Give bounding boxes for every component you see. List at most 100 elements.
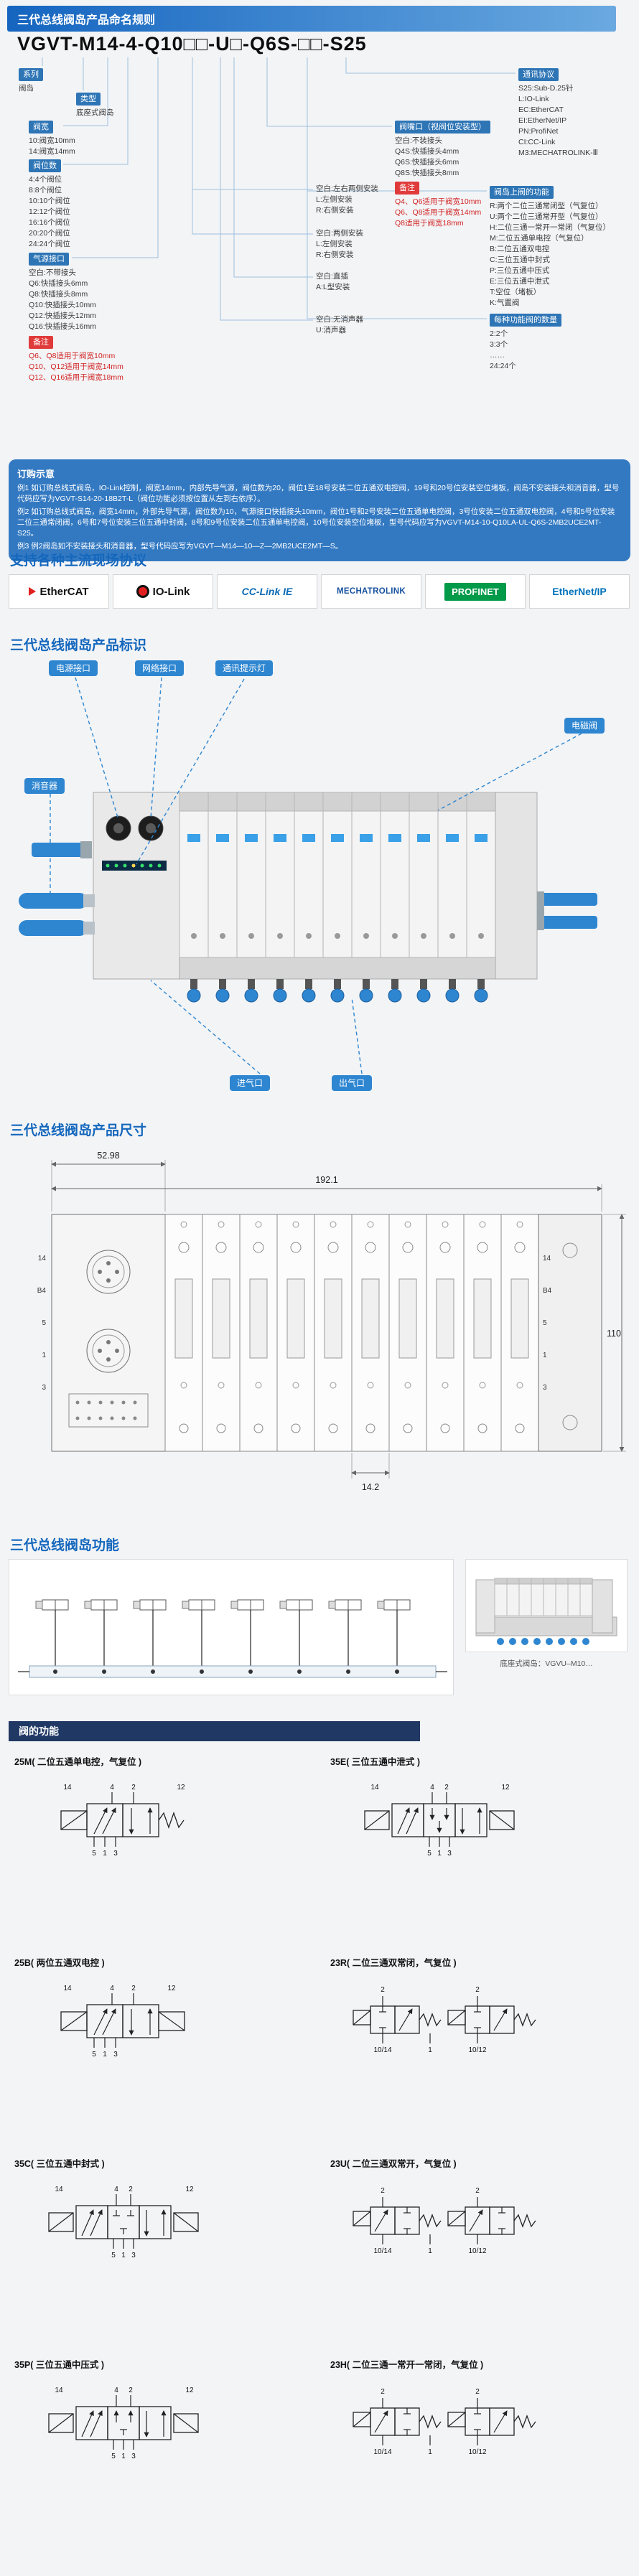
naming-option: …… <box>490 351 505 360</box>
labeling-title: 三代总线阀岛产品标识 <box>10 638 147 653</box>
naming-option: M:二位五通单电控（气复位） <box>490 234 589 243</box>
port-label: 12 <box>177 1784 185 1792</box>
logo-mechatrolink-text: MECHATROLINK <box>336 587 406 596</box>
valve-symbol-52-single: 14 12 4 2 5 1 3 <box>60 1784 185 1858</box>
port-label: 4 <box>114 2186 118 2193</box>
right-port-2: B4 <box>543 1287 552 1295</box>
function-card-23H: 23H( 二位三通一常开一常闭，气复位 ) 2 2 10/14 1 10/12 <box>325 2357 630 2551</box>
protocol-label: 通讯协议 <box>518 68 559 81</box>
port-label: 10/14 <box>373 2247 391 2255</box>
work-note-label: 备注 <box>395 182 419 195</box>
left-port-1: 14 <box>38 1255 47 1263</box>
naming-option: 空白:无消声器 <box>316 315 363 324</box>
naming-option: 4:4个阀位 <box>29 175 62 184</box>
naming-option: L:IO-Link <box>518 95 549 103</box>
naming-section: 三代总线阀岛产品命名规则 VGVT-M14-4-Q10□□-U□-Q6S-□□-… <box>7 6 632 451</box>
naming-option: H:二位三通一常开一常闭（气复位） <box>490 223 610 232</box>
function-card-25B: 25B( 两位五通双电控 ) 14 12 4 2 5 1 3 <box>9 1955 314 2149</box>
naming-option: 10:阀宽10mm <box>29 136 75 145</box>
callout-muffler: 消音器 <box>24 778 65 794</box>
naming-option: 24:24个阀位 <box>29 240 70 248</box>
naming-option: 空白:两侧安装 <box>316 229 363 238</box>
left-port-5: 3 <box>42 1384 46 1392</box>
function-card-23R: 23R( 二位三通双常闭，气复位 ) 2 2 10/14 1 10/12 <box>325 1955 630 2149</box>
logo-cclink: CC-Link IE <box>217 574 317 609</box>
naming-option: Q8S:快插接头8mm <box>395 169 460 177</box>
port-label: 2 <box>475 2187 480 2195</box>
port-label: 1 <box>428 2046 432 2054</box>
port-label: 3 <box>113 2051 118 2059</box>
dimension-lines: 52.98 192.1 110 14.2 <box>51 1151 626 1492</box>
naming-option: 阀岛 <box>19 84 34 93</box>
protocols-title: 支持各种主流现场协议 <box>10 553 147 568</box>
function-title: 35P( 三位五通中压式 ) <box>14 2360 105 2370</box>
manifold-mini-illustration <box>475 1578 617 1645</box>
logo-profinet: PROFINET <box>425 574 526 609</box>
naming-option: 24:24个 <box>490 362 516 370</box>
function-title: 25B( 两位五通双电控 ) <box>14 1958 105 1968</box>
logo-mechatrolink: MECHATROLINK <box>321 574 421 609</box>
port-label: 10/14 <box>373 2046 391 2054</box>
functions-title: 三代总线阀岛功能 <box>10 1538 120 1553</box>
port-label: 2 <box>444 1784 449 1792</box>
port-label: 10/14 <box>373 2448 391 2456</box>
left-port-4: 1 <box>42 1352 46 1359</box>
port-label: 4 <box>110 1985 114 1992</box>
function-title: 23H( 二位三通一常开一常闭，气复位 ) <box>330 2360 484 2370</box>
valve-symbol-32-dual-nc: 2 2 10/14 1 10/12 <box>353 1986 536 2054</box>
port-label: 14 <box>370 1784 379 1792</box>
callout-outlet: 出气口 <box>332 1075 373 1091</box>
naming-option: 12:12个阀位 <box>29 207 70 216</box>
naming-option: 8:8个阀位 <box>29 186 62 195</box>
function-title: 35C( 三位五通中封式 ) <box>14 2159 105 2169</box>
port-label: 14 <box>55 2387 63 2394</box>
port-label: 2 <box>381 2187 385 2195</box>
port-label: 2 <box>131 1784 136 1792</box>
qty-label: 每种功能阀的数量 <box>490 314 561 327</box>
naming-option: EC:EtherCAT <box>518 106 564 114</box>
logo-ethercat-text: EtherCAT <box>39 585 89 598</box>
port-label: 1 <box>121 2252 126 2259</box>
naming-option: Q8:快插接头8mm <box>29 290 88 299</box>
valve-symbol-32-dual-mixed: 2 2 10/14 1 10/12 <box>353 2388 536 2456</box>
port-label: 12 <box>185 2186 194 2193</box>
port-label: 10/12 <box>468 2247 486 2255</box>
naming-note: Q12、Q16适用于阀宽18mm <box>29 373 123 382</box>
port-label: 2 <box>129 2186 133 2193</box>
circuit-schematic <box>18 1599 447 1678</box>
port-label: 2 <box>381 2388 385 2396</box>
circuit-schematic-frame <box>9 1559 454 1695</box>
naming-option: 14:阀宽14mm <box>29 147 75 156</box>
dim-width-left: 52.98 <box>97 1151 119 1161</box>
port-label: 1 <box>103 1850 107 1858</box>
right-port-4: 1 <box>543 1352 547 1359</box>
naming-option: R:两个二位三通常闭型（气复位） <box>490 202 603 210</box>
logo-iolink: IO-Link <box>113 574 213 609</box>
naming-option: PN:ProfiNet <box>518 127 559 136</box>
valve-functions-items: R:两个二位三通常闭型（气复位）U:两个二位三通常开型（气复位）H:二位三通一常… <box>490 201 610 309</box>
function-title: 23U( 二位三通双常开，气复位 ) <box>330 2159 457 2169</box>
protocol-logo-row: EtherCAT IO-Link CC-Link IE MECHATROLINK… <box>9 574 630 609</box>
manifold-illustration <box>19 677 597 1074</box>
logo-ethernetip: EtherNet/IP <box>529 574 630 609</box>
naming-option: 空白:不带接头 <box>29 268 76 277</box>
naming-option: 空白:左右两侧安装 <box>316 184 378 193</box>
width-items: 10:阀宽10mm 14:阀宽14mm <box>29 136 75 157</box>
page-title: 三代总线阀岛产品命名规则 <box>7 6 616 32</box>
logo-cclink-text: CC-Link IE <box>241 586 293 597</box>
valve-symbol-52-double: 14 12 4 2 5 1 3 <box>60 1985 185 2059</box>
right-port-3: 5 <box>543 1319 547 1327</box>
port-label: 3 <box>113 1850 118 1858</box>
type-items: 底座式阀岛 <box>76 108 114 118</box>
air-label: 气源接口 <box>29 253 69 266</box>
manifold-photo-caption: 底座式阀岛：VGVU–M10… <box>500 1659 593 1668</box>
right-port-5: 3 <box>543 1384 547 1392</box>
